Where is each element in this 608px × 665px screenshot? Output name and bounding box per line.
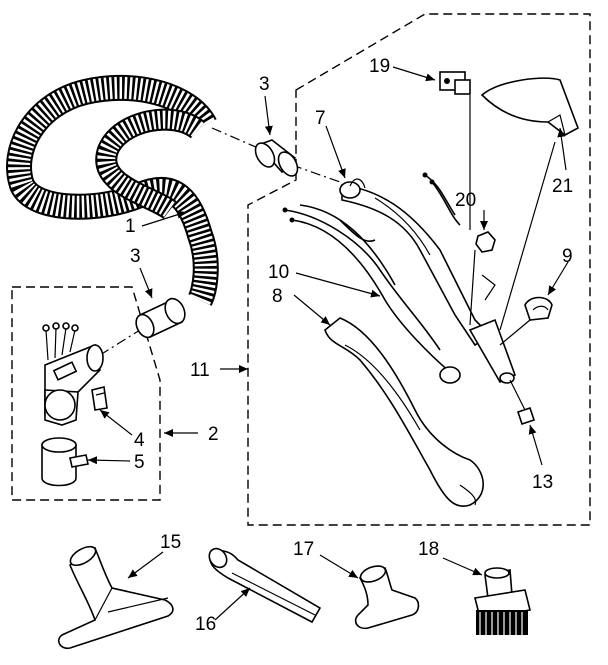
switch-part — [439, 71, 471, 95]
label-part-3-lower: 3 — [130, 246, 141, 267]
upholstery-tool-part — [354, 565, 420, 630]
coupling-ring-lower — [135, 297, 186, 339]
guide-lines — [469, 95, 556, 411]
hose-connector-assembly — [42, 322, 104, 426]
label-part-20: 20 — [455, 190, 476, 211]
label-part-18: 18 — [418, 539, 439, 560]
assembly-centerline-upper — [211, 127, 341, 183]
crevice-tool-part — [208, 547, 322, 624]
wiring-harness-part — [282, 172, 461, 384]
label-part-10: 10 — [268, 262, 289, 283]
clip-part — [91, 386, 108, 411]
hose-end-group-outline — [11, 286, 161, 501]
small-connector-part — [516, 406, 536, 426]
handle-clip-part — [524, 296, 553, 321]
label-part-9: 9 — [562, 246, 573, 267]
floor-tool-part — [58, 545, 174, 650]
hose-coil — [6, 74, 219, 306]
label-part-13: 13 — [532, 472, 553, 493]
label-part-21: 21 — [552, 176, 573, 197]
handle-assembly-group-outline — [247, 13, 591, 526]
coupling-ring-upper — [254, 139, 299, 177]
leader-lines — [87, 66, 569, 621]
label-part-2: 2 — [208, 424, 219, 445]
label-part-1: 1 — [125, 216, 136, 237]
label-part-3-upper: 3 — [259, 74, 270, 95]
label-part-7: 7 — [315, 108, 326, 129]
label-part-4: 4 — [134, 430, 145, 451]
label-part-19: 19 — [369, 56, 390, 77]
handle-shell-part — [324, 317, 484, 507]
label-part-17: 17 — [293, 539, 314, 560]
nut-part — [475, 231, 496, 253]
label-part-16: 16 — [195, 614, 216, 635]
handle-cover-part — [480, 77, 579, 136]
dusting-brush-part — [474, 567, 531, 635]
assembly-centerline-lower — [99, 329, 141, 356]
handle-tube-part — [339, 178, 517, 384]
label-part-11: 11 — [190, 360, 210, 381]
label-part-8: 8 — [272, 286, 283, 307]
hose-cuff-part — [41, 437, 89, 487]
label-part-5: 5 — [134, 452, 145, 473]
label-part-15: 15 — [160, 532, 181, 553]
